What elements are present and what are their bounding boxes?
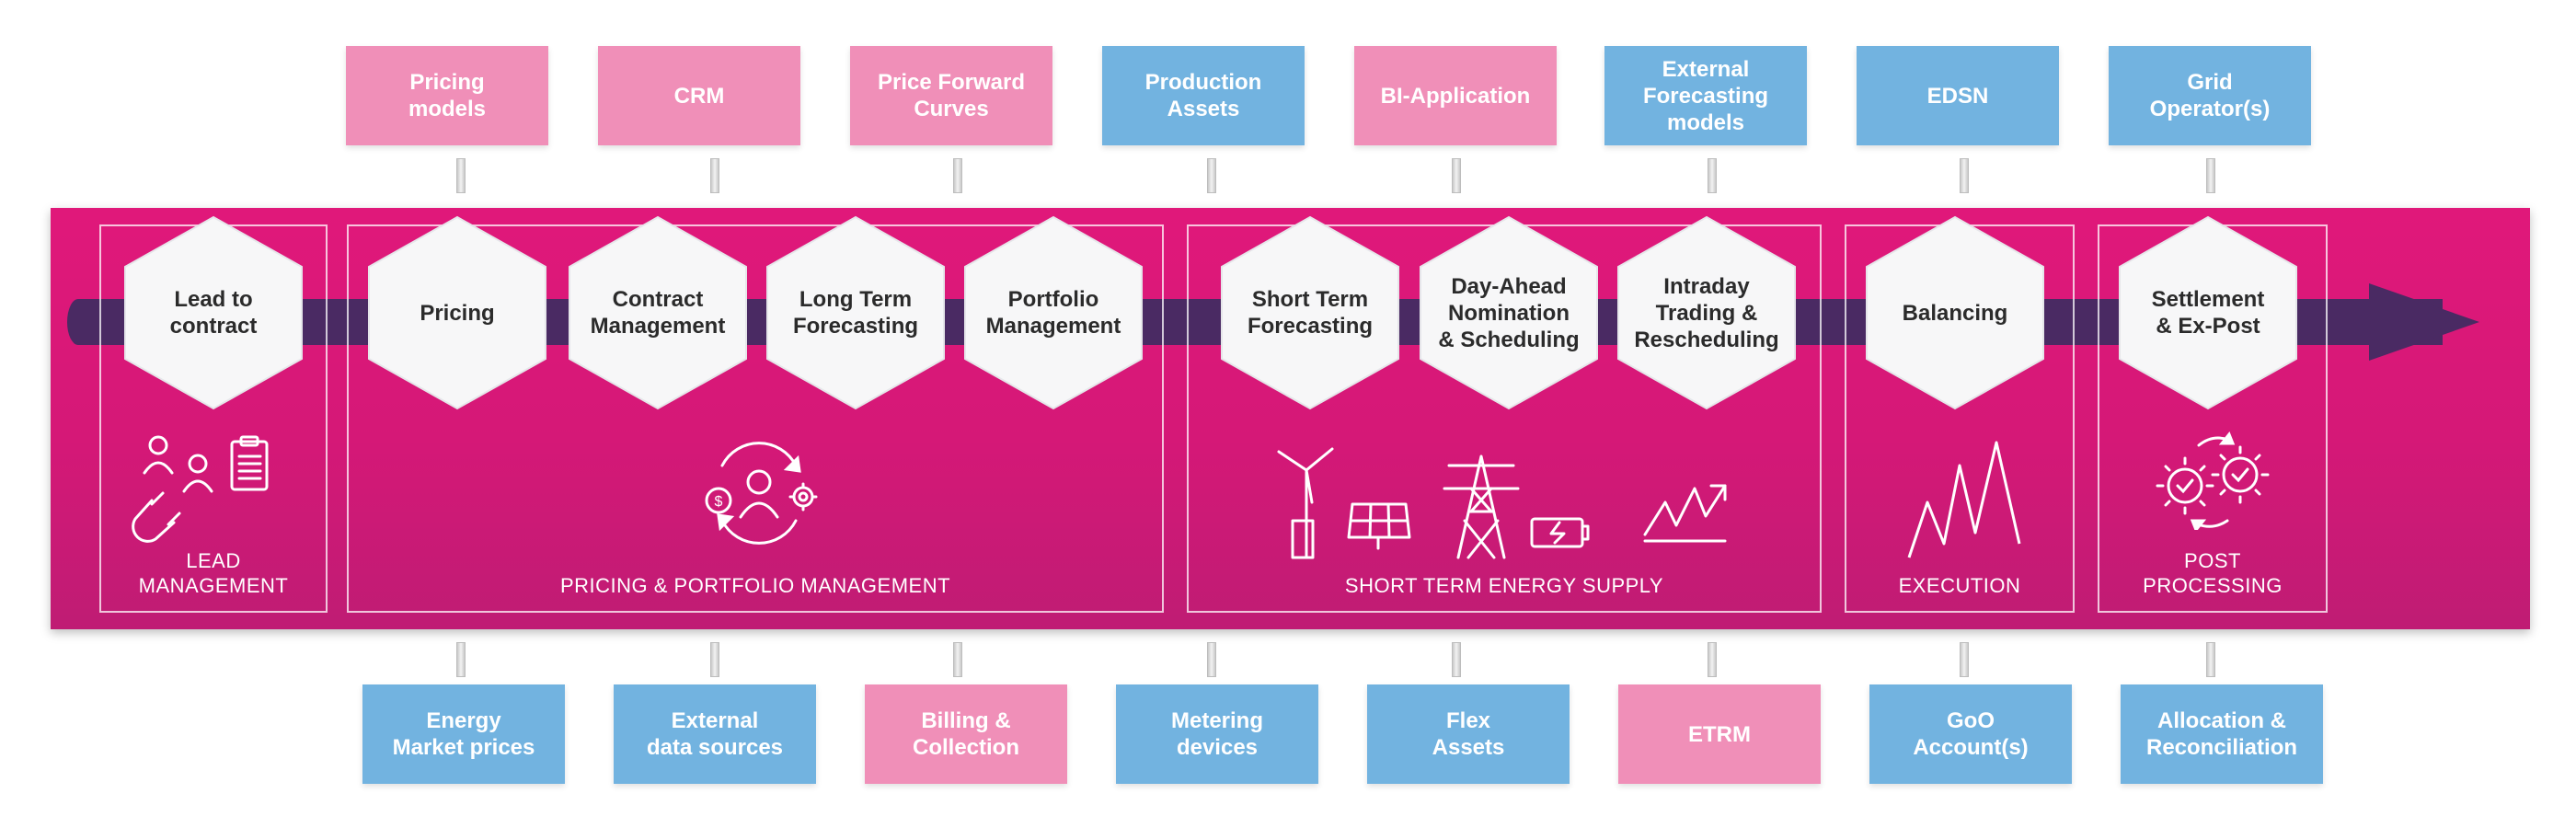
person-coin-gear-cycle-icon: $ bbox=[705, 442, 818, 545]
step-label: Short Term Forecasting bbox=[1247, 287, 1374, 339]
connector bbox=[456, 642, 466, 677]
connector bbox=[1452, 158, 1461, 193]
group-label: LEAD MANAGEMENT bbox=[138, 549, 289, 597]
group-label: EXECUTION bbox=[1898, 574, 2021, 597]
system-box-grid-operators: Grid Operator(s) bbox=[2109, 46, 2311, 145]
step-settlement: Settlement & Ex-Post bbox=[2116, 213, 2300, 412]
step-label: Settlement & Ex-Post bbox=[2151, 287, 2265, 339]
system-box-production-assets: Production Assets bbox=[1102, 46, 1305, 145]
connector bbox=[953, 642, 962, 677]
step-portfolio-management: Portfolio Management bbox=[961, 213, 1145, 412]
system-box-energy-market-prices: Energy Market prices bbox=[362, 684, 565, 784]
system-box-goo-accounts: GoO Account(s) bbox=[1869, 684, 2072, 784]
step-pricing: Pricing bbox=[365, 213, 549, 412]
group-label: PRICING & PORTFOLIO MANAGEMENT bbox=[559, 574, 951, 597]
users-magnet-clipboard-icon bbox=[132, 435, 269, 543]
step-label: Day-Ahead Nomination & Scheduling bbox=[1438, 273, 1580, 352]
step-short-term-forecasting: Short Term Forecasting bbox=[1218, 213, 1402, 412]
system-box-billing-collection: Billing & Collection bbox=[865, 684, 1067, 784]
connector bbox=[953, 158, 962, 193]
connector bbox=[1452, 642, 1461, 677]
system-box-bi-application: BI-Application bbox=[1354, 46, 1557, 145]
wind-solar-pylon-battery-chart-icon bbox=[1277, 447, 1727, 559]
system-box-price-forward-curves: Price Forward Curves bbox=[850, 46, 1052, 145]
step-label: Long Term Forecasting bbox=[792, 287, 919, 339]
system-box-edsn: EDSN bbox=[1857, 46, 2059, 145]
step-label: Balancing bbox=[1902, 300, 2008, 326]
step-lead-to-contract: Lead to contract bbox=[121, 213, 305, 412]
system-box-external-data-sources: External data sources bbox=[614, 684, 816, 784]
connector bbox=[2206, 158, 2215, 193]
connector bbox=[1960, 158, 1969, 193]
step-label: Pricing bbox=[420, 300, 495, 326]
connector bbox=[710, 158, 719, 193]
step-label: Portfolio Management bbox=[985, 287, 1121, 339]
step-day-ahead-nomination: Day-Ahead Nomination & Scheduling bbox=[1417, 213, 1601, 412]
connector bbox=[1207, 158, 1216, 193]
connector bbox=[456, 158, 466, 193]
step-label: Contract Management bbox=[590, 287, 726, 339]
group-label: POST PROCESSING bbox=[2143, 549, 2283, 597]
group-label: SHORT TERM ENERGY SUPPLY bbox=[1344, 574, 1664, 597]
group-lead-management: LEAD MANAGEMENT bbox=[99, 224, 328, 613]
step-balancing: Balancing bbox=[1863, 213, 2047, 412]
process-band: LEAD MANAGEMENT PRICING & PORTFOLIO MANA… bbox=[51, 208, 2530, 629]
connector bbox=[1207, 642, 1216, 677]
system-box-allocation-reconciliation: Allocation & Reconciliation bbox=[2121, 684, 2323, 784]
step-label: Intraday Trading & Rescheduling bbox=[1634, 273, 1779, 352]
gears-cycle-icon bbox=[2156, 431, 2270, 530]
system-box-external-forecasting-models: External Forecasting models bbox=[1604, 46, 1807, 145]
step-label: Lead to contract bbox=[169, 287, 258, 339]
step-long-term-forecasting: Long Term Forecasting bbox=[764, 213, 948, 412]
step-intraday-trading: Intraday Trading & Rescheduling bbox=[1615, 213, 1799, 412]
connector bbox=[710, 642, 719, 677]
connector bbox=[1708, 642, 1717, 677]
svg-text:$: $ bbox=[715, 494, 723, 510]
group-pricing-portfolio: PRICING & PORTFOLIO MANAGEMENT bbox=[347, 224, 1164, 613]
system-box-crm: CRM bbox=[598, 46, 800, 145]
zigzag-signal-icon bbox=[1907, 441, 2021, 558]
system-box-pricing-models: Pricing models bbox=[346, 46, 548, 145]
system-box-metering-devices: Metering devices bbox=[1116, 684, 1318, 784]
connector bbox=[2206, 642, 2215, 677]
step-contract-management: Contract Management bbox=[566, 213, 750, 412]
connector bbox=[1960, 642, 1969, 677]
connector bbox=[1708, 158, 1717, 193]
system-box-etrm: ETRM bbox=[1618, 684, 1821, 784]
system-box-flex-assets: Flex Assets bbox=[1367, 684, 1570, 784]
